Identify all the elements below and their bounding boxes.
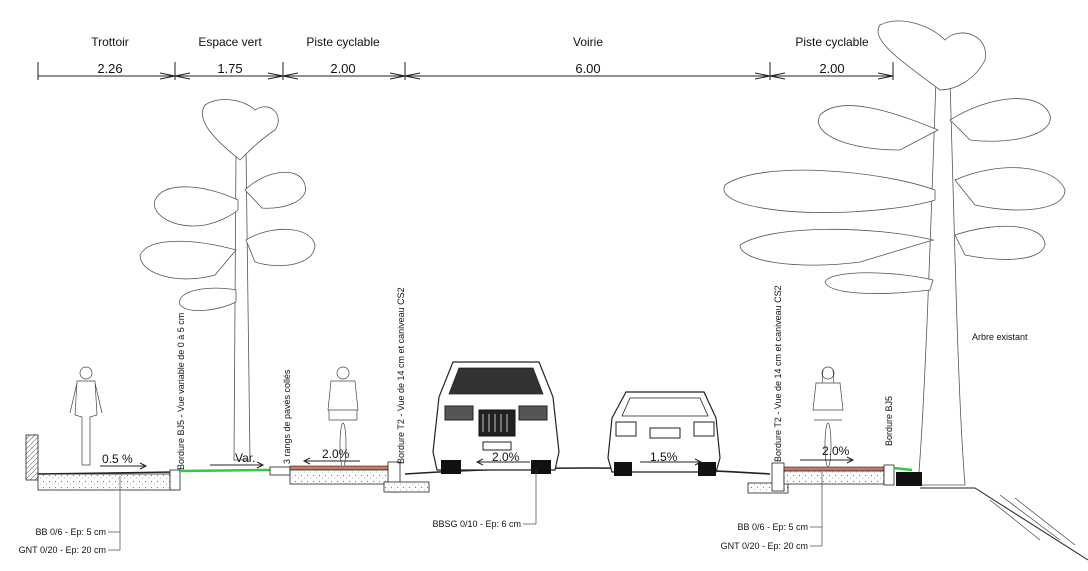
slope-sidewalk: 0.5 % bbox=[102, 452, 133, 466]
layer-right-bb: BB 0/6 - Ep: 5 cm bbox=[737, 522, 808, 532]
label-paves: 3 rangs de pavés collés bbox=[282, 369, 292, 464]
dim-piste-cyclable-right: 2.00 bbox=[819, 61, 844, 76]
label-bordure-bj5-right: Bordure BJ5 bbox=[884, 396, 894, 446]
paves-row bbox=[269, 466, 291, 476]
dim-piste-cyclable-left: 2.00 bbox=[330, 61, 355, 76]
slope-road-right: 1.5% bbox=[650, 450, 678, 464]
pedestrian-icon bbox=[69, 366, 103, 466]
layer-right-gnt: GNT 0/20 - Ep: 20 cm bbox=[721, 541, 808, 551]
dim-espace-vert: 1.75 bbox=[217, 61, 242, 76]
cyclist-icon bbox=[327, 366, 359, 468]
bike-lane-right bbox=[747, 462, 922, 494]
bike-lane-left bbox=[289, 461, 430, 493]
cyclist-icon bbox=[812, 366, 844, 468]
segment-label-piste-cyclable-left: Piste cyclable bbox=[306, 35, 380, 49]
suv-front-icon bbox=[432, 361, 560, 474]
slope-green: Var. bbox=[235, 451, 255, 465]
embankment bbox=[920, 487, 1088, 561]
boundary-wall bbox=[25, 434, 39, 481]
green-strip bbox=[179, 468, 271, 473]
dim-trottoir: 2.26 bbox=[97, 61, 122, 76]
sidewalk-structure bbox=[37, 469, 181, 491]
dim-voirie: 6.00 bbox=[575, 61, 600, 76]
slope-bike-left: 2.0% bbox=[322, 447, 350, 461]
slope-bike-right: 2.0% bbox=[822, 444, 850, 458]
layer-road-bbsg: BBSG 0/10 - Ep: 6 cm bbox=[432, 519, 521, 529]
layer-left-gnt: GNT 0/20 - Ep: 20 cm bbox=[19, 545, 106, 555]
segment-label-voirie: Voirie bbox=[573, 35, 603, 49]
segment-label-espace-vert: Espace vert bbox=[198, 35, 262, 49]
layer-left-bb: BB 0/6 - Ep: 5 cm bbox=[35, 527, 106, 537]
label-bordure-t2-left: Bordure T2 - Vue de 14 cm et caniveau CS… bbox=[396, 287, 406, 464]
label-bordure-bj5-left: Bordure BJ5 - Vue variable de 0 à 5 cm bbox=[176, 313, 186, 470]
segment-label-trottoir: Trottoir bbox=[91, 35, 129, 49]
label-bordure-t2-right: Bordure T2 - Vue de 14 cm et caniveau CS… bbox=[773, 285, 783, 462]
car-rear-icon bbox=[607, 391, 721, 476]
slope-arrows bbox=[100, 456, 855, 470]
segment-label-piste-cyclable-right: Piste cyclable bbox=[795, 35, 869, 49]
tree-icon bbox=[139, 99, 316, 461]
tree-icon bbox=[723, 20, 1066, 486]
leader-lines bbox=[108, 470, 823, 551]
label-arbre-existant: Arbre existant bbox=[972, 332, 1028, 342]
slope-road-left: 2.0% bbox=[492, 450, 520, 464]
dimension-bar bbox=[37, 62, 894, 80]
